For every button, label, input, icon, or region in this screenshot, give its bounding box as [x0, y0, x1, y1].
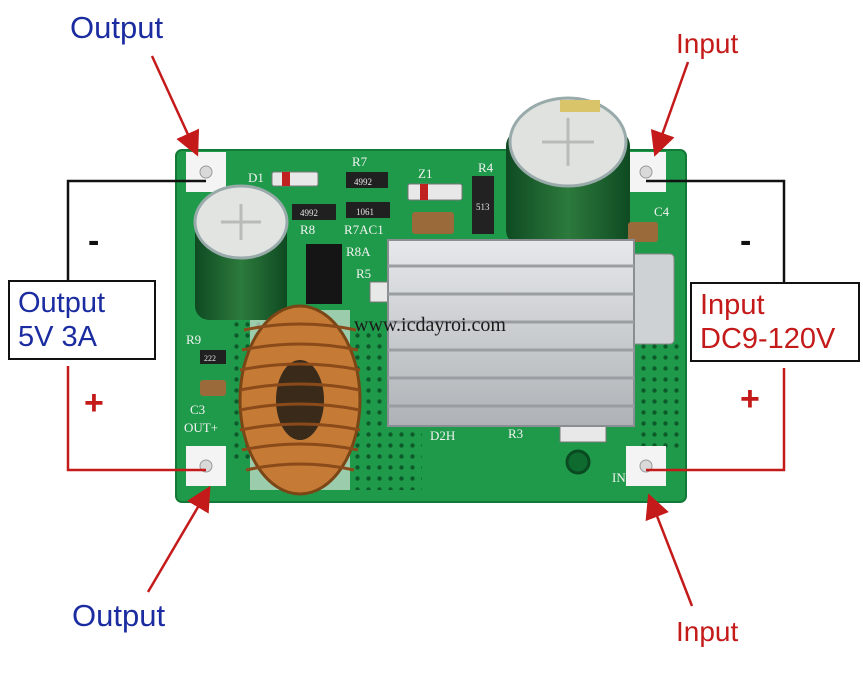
- capacitor-right-vent: [542, 118, 594, 166]
- wire-input-plus: [646, 368, 786, 472]
- box-output-line1: Output: [18, 287, 106, 319]
- label-output-top: Output: [70, 10, 164, 45]
- diode-zd1: [271, 171, 319, 187]
- box-input: Input DC9-120V: [690, 282, 860, 362]
- silk-r7: R7: [352, 154, 368, 169]
- silk-res-code-2: 4992: [300, 208, 318, 218]
- wire-input-minus: [646, 179, 786, 284]
- wire-output-minus: [66, 179, 206, 280]
- resistor-r7: [346, 172, 388, 188]
- arrow-output-top: [150, 55, 200, 157]
- box-output-line2: 5V 3A: [18, 321, 97, 353]
- cap-c3: [200, 380, 226, 396]
- silk-r3: R3: [508, 426, 523, 441]
- mounting-hole: [565, 449, 591, 475]
- label-input-bottom: Input: [676, 616, 739, 647]
- capacitor-left-vent: [221, 204, 261, 240]
- cap-c4: [628, 222, 658, 242]
- fet-body: [629, 253, 675, 345]
- sign-left-minus: -: [88, 222, 100, 260]
- resistor-r8: [292, 204, 336, 220]
- silk-out-plus: OUT+: [184, 420, 218, 435]
- label-output-bottom: Output: [72, 598, 166, 633]
- silk-in-plus: IN+: [612, 470, 633, 485]
- silk-r8: R8: [300, 222, 315, 237]
- heatsink-fins: [388, 264, 634, 408]
- wire-output-plus: [66, 366, 206, 472]
- arrow-input-top: [650, 61, 690, 157]
- silk-z1: Z1: [418, 166, 432, 181]
- silk-d1: D1: [248, 170, 264, 185]
- silk-cap-code: 513: [476, 202, 490, 212]
- resistor-r9: [200, 350, 226, 364]
- capacitor-right-sleeve-mark: [560, 100, 600, 112]
- silk-c3: C3: [190, 402, 205, 417]
- watermark: www.icdayroi.com: [354, 314, 506, 336]
- silk-r9: R9: [186, 332, 201, 347]
- sign-left-plus: +: [84, 384, 104, 422]
- label-input-top: Input: [676, 28, 739, 59]
- diode-z1-band: [420, 184, 428, 200]
- diode-z1: [407, 183, 463, 201]
- cap-ceramic-1: [412, 212, 454, 234]
- pad-in-minus-hole: [639, 165, 653, 179]
- arrow-output-bottom: [146, 485, 211, 593]
- arrow-input-bottom: [645, 493, 694, 607]
- heatsink: [387, 239, 635, 427]
- diode-zd1-band: [282, 172, 290, 186]
- pad-out-minus-hole: [199, 165, 213, 179]
- box-input-line1: Input: [700, 289, 765, 321]
- silk-r5: R5: [356, 266, 371, 281]
- sign-right-minus: -: [740, 222, 752, 260]
- pcb-hole-grid-right: [640, 340, 680, 450]
- cap-r4: [472, 176, 494, 234]
- box-output: Output 5V 3A: [8, 280, 156, 360]
- inductor-core: [276, 360, 324, 440]
- diode-d2: [559, 425, 607, 443]
- silk-c4: C4: [654, 204, 670, 219]
- ic-sot: [306, 244, 342, 304]
- sign-right-plus: +: [740, 380, 760, 418]
- inductor-windings: [239, 322, 361, 472]
- silk-r8a: R8A: [346, 244, 371, 259]
- box-input-line2: DC9-120V: [700, 323, 836, 355]
- silk-res-code-3: 1061: [356, 207, 374, 217]
- silk-r7ac1: R7AC1: [344, 222, 384, 237]
- silk-res-code-1: 4992: [354, 177, 372, 187]
- silk-d2h: D2H: [430, 428, 455, 443]
- silk-r4: R4: [478, 160, 494, 175]
- resistor-r7ac1: [346, 202, 390, 218]
- silk-res-code-4: 222: [204, 354, 216, 363]
